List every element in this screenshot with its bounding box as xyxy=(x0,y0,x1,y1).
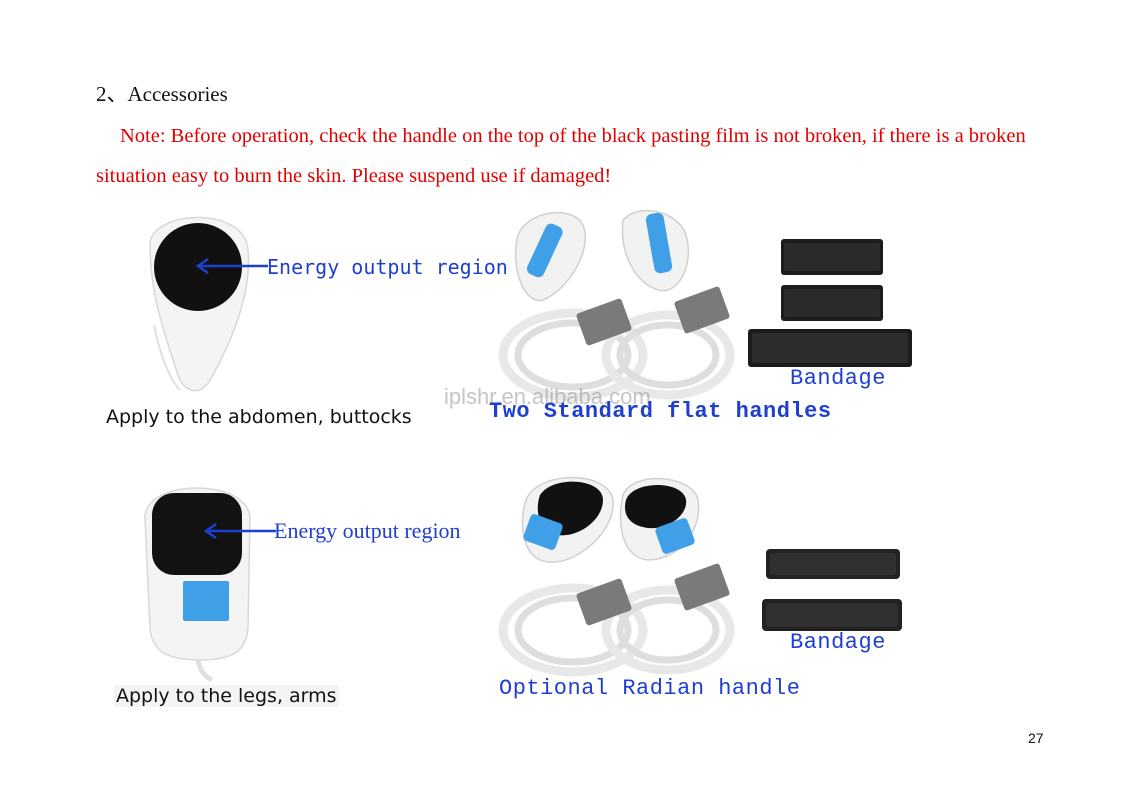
bandage-label-top: Bandage xyxy=(790,366,886,391)
bandage-set-top-image xyxy=(748,239,912,367)
caption-abdomen: Apply to the abdomen, buttocks xyxy=(106,406,412,428)
energy-output-label-top: Energy output region xyxy=(267,255,508,279)
section-heading: 2、Accessories xyxy=(96,82,228,106)
energy-output-label-bottom: Energy output region xyxy=(274,518,461,543)
arrow-left-icon xyxy=(203,522,276,540)
flat-handle-image xyxy=(144,487,251,683)
warning-note-text: Note: Before operation, check the handle… xyxy=(96,125,1026,187)
warning-note: Note: Before operation, check the handle… xyxy=(96,116,1046,196)
radian-handles-image xyxy=(498,476,735,677)
caption-legs-arms: Apply to the legs, arms xyxy=(114,685,339,707)
standard-flat-handles-image xyxy=(498,209,735,402)
standard-handles-label: Two Standard flat handles xyxy=(489,399,832,424)
arrow-left-icon xyxy=(195,257,268,275)
page-number: 27 xyxy=(1028,730,1044,746)
round-handle-image xyxy=(149,216,250,392)
bandage-label-bottom: Bandage xyxy=(790,630,886,655)
radian-handle-label: Optional Radian handle xyxy=(499,676,801,701)
watermark: iplshr.en.alibaba.com xyxy=(444,384,651,409)
bandage-set-bottom-image xyxy=(762,549,902,631)
